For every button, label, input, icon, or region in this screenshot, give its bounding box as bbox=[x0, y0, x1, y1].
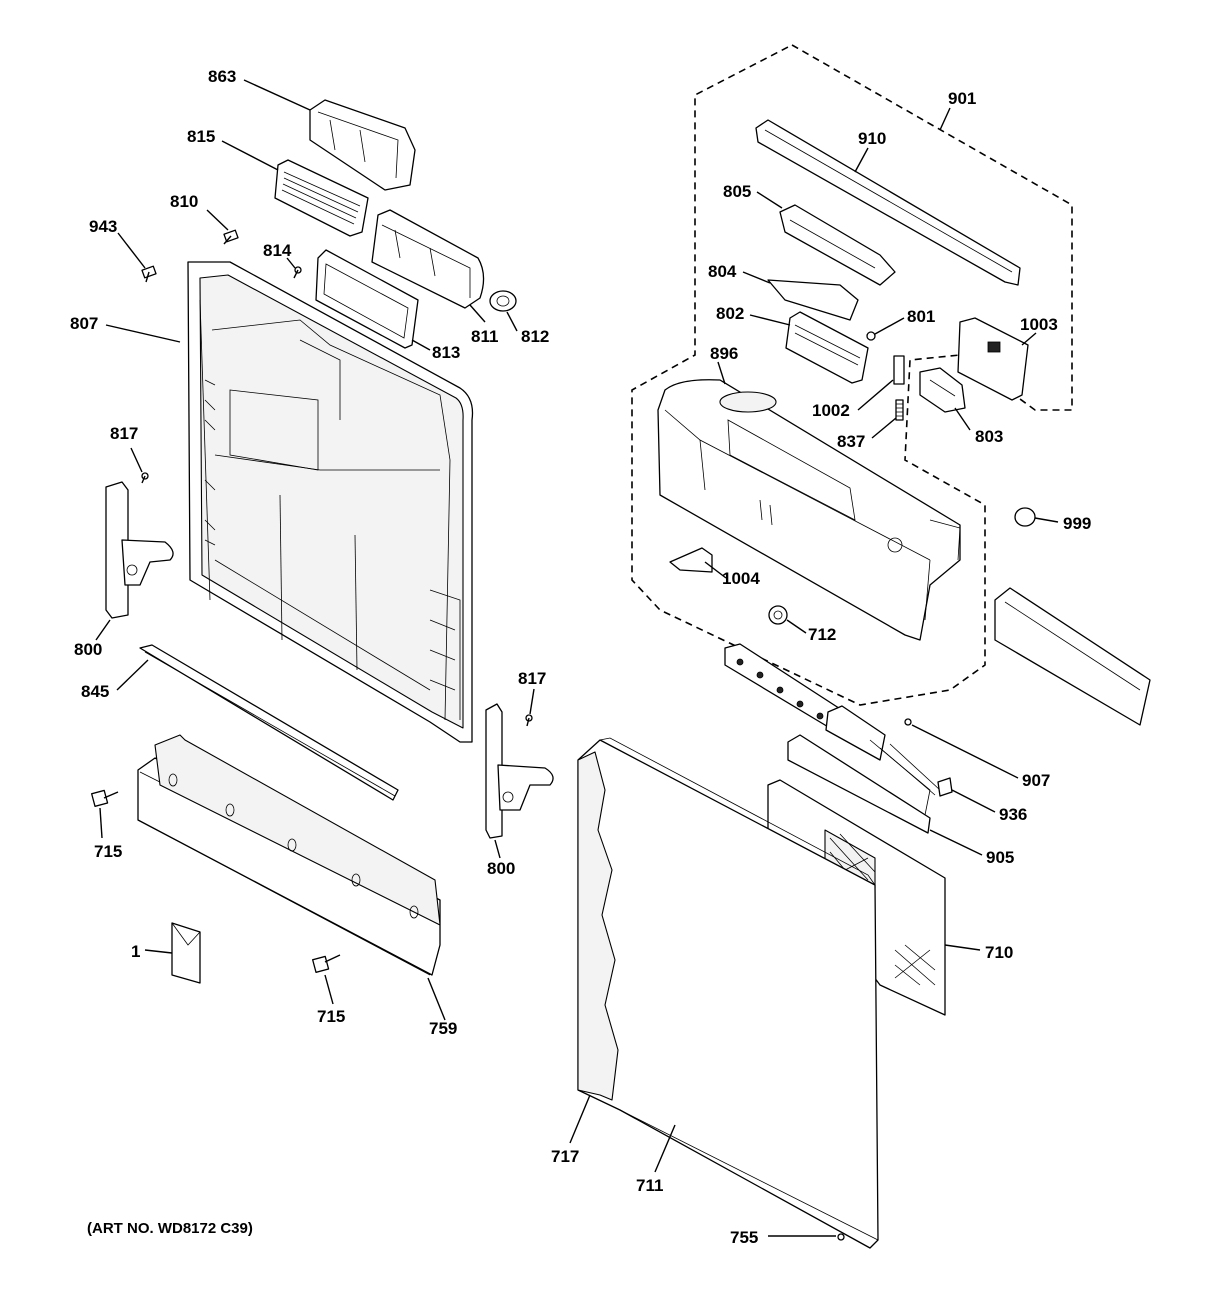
outer-door-panel-711 bbox=[577, 737, 879, 1249]
vent-cover-863 bbox=[309, 99, 416, 191]
art-number: (ART NO. WD8172 C39) bbox=[87, 1220, 253, 1237]
callout-896: 896 bbox=[710, 344, 738, 363]
callout-804: 804 bbox=[708, 262, 737, 281]
actuator-1002 bbox=[893, 355, 905, 385]
screw-755 bbox=[837, 1233, 845, 1241]
gasket-813 bbox=[315, 249, 419, 349]
callout-759: 759 bbox=[429, 1019, 457, 1038]
screw-715-upper bbox=[91, 789, 119, 807]
control-board-1003 bbox=[957, 317, 1029, 401]
hinge-800-left bbox=[105, 481, 174, 619]
callout-811: 811 bbox=[471, 327, 498, 346]
callout-943: 943 bbox=[89, 217, 117, 236]
callout-805: 805 bbox=[723, 182, 751, 201]
screw-907 bbox=[904, 718, 912, 726]
clip-936 bbox=[937, 777, 953, 797]
leader-lines bbox=[95, 79, 1059, 1237]
control-panel-896 bbox=[657, 379, 961, 641]
toe-panel-759 bbox=[137, 734, 441, 976]
screw-817-right bbox=[525, 714, 533, 727]
knob-712 bbox=[768, 605, 788, 625]
callout-810: 810 bbox=[170, 192, 198, 211]
trim-piece bbox=[994, 587, 1151, 726]
callout-802: 802 bbox=[716, 304, 744, 323]
callout-837: 837 bbox=[837, 432, 865, 451]
callout-1: 1 bbox=[131, 942, 140, 961]
callout-814: 814 bbox=[263, 241, 292, 260]
clip-1004 bbox=[669, 547, 713, 573]
callout-817-left: 817 bbox=[110, 424, 138, 443]
callout-803: 803 bbox=[975, 427, 1003, 446]
callout-907: 907 bbox=[1022, 771, 1050, 790]
screw-814 bbox=[293, 266, 302, 279]
callout-910: 910 bbox=[858, 129, 886, 148]
callout-1003: 1003 bbox=[1020, 315, 1058, 334]
circuit-board-905 bbox=[787, 734, 941, 834]
callout-717: 717 bbox=[551, 1147, 579, 1166]
callout-712: 712 bbox=[808, 625, 836, 644]
callout-863: 863 bbox=[208, 67, 236, 86]
screw-810 bbox=[223, 229, 239, 245]
button-999 bbox=[1014, 507, 1036, 527]
callout-800-right: 800 bbox=[487, 859, 515, 878]
callout-715-lower: 715 bbox=[317, 1007, 345, 1026]
callout-800-left: 800 bbox=[74, 640, 102, 659]
callout-801: 801 bbox=[907, 307, 935, 326]
spring-837 bbox=[895, 399, 904, 421]
vent-knob-812 bbox=[489, 290, 517, 312]
screw-801 bbox=[866, 331, 876, 341]
callout-905: 905 bbox=[986, 848, 1014, 867]
vent-housing-811 bbox=[371, 209, 485, 309]
callout-715-upper: 715 bbox=[94, 842, 122, 861]
callout-845: 845 bbox=[81, 682, 109, 701]
callout-807: 807 bbox=[70, 314, 98, 333]
control-panel-assembly-outline bbox=[631, 44, 1073, 706]
callout-711: 711 bbox=[636, 1176, 663, 1195]
callout-813: 813 bbox=[432, 343, 460, 362]
callout-labels: 863 815 810 943 814 807 811 812 813 817 … bbox=[70, 67, 1091, 1247]
channel-802 bbox=[785, 311, 869, 384]
switch-803 bbox=[919, 367, 966, 413]
callout-999: 999 bbox=[1063, 514, 1091, 533]
callout-817-right: 817 bbox=[518, 669, 546, 688]
screw-715-lower bbox=[312, 954, 341, 973]
callout-710: 710 bbox=[985, 943, 1013, 962]
callout-936: 936 bbox=[999, 805, 1027, 824]
vent-grille-815 bbox=[274, 159, 369, 237]
callout-1002: 1002 bbox=[812, 401, 850, 420]
callout-815: 815 bbox=[187, 127, 215, 146]
hinge-800-right bbox=[485, 703, 554, 839]
control-module bbox=[825, 705, 886, 761]
rod-804 bbox=[767, 279, 859, 321]
inner-door-panel bbox=[187, 261, 474, 743]
door-strip-845 bbox=[139, 644, 399, 801]
control-rail-910 bbox=[755, 119, 1021, 286]
callout-812: 812 bbox=[521, 327, 549, 346]
callout-1004: 1004 bbox=[722, 569, 760, 588]
callout-901: 901 bbox=[948, 89, 976, 108]
literature-bag-1 bbox=[171, 922, 201, 984]
bracket-805 bbox=[779, 204, 896, 286]
callout-755: 755 bbox=[730, 1228, 758, 1247]
screw-817-left bbox=[141, 472, 149, 484]
screw-943 bbox=[141, 265, 157, 283]
